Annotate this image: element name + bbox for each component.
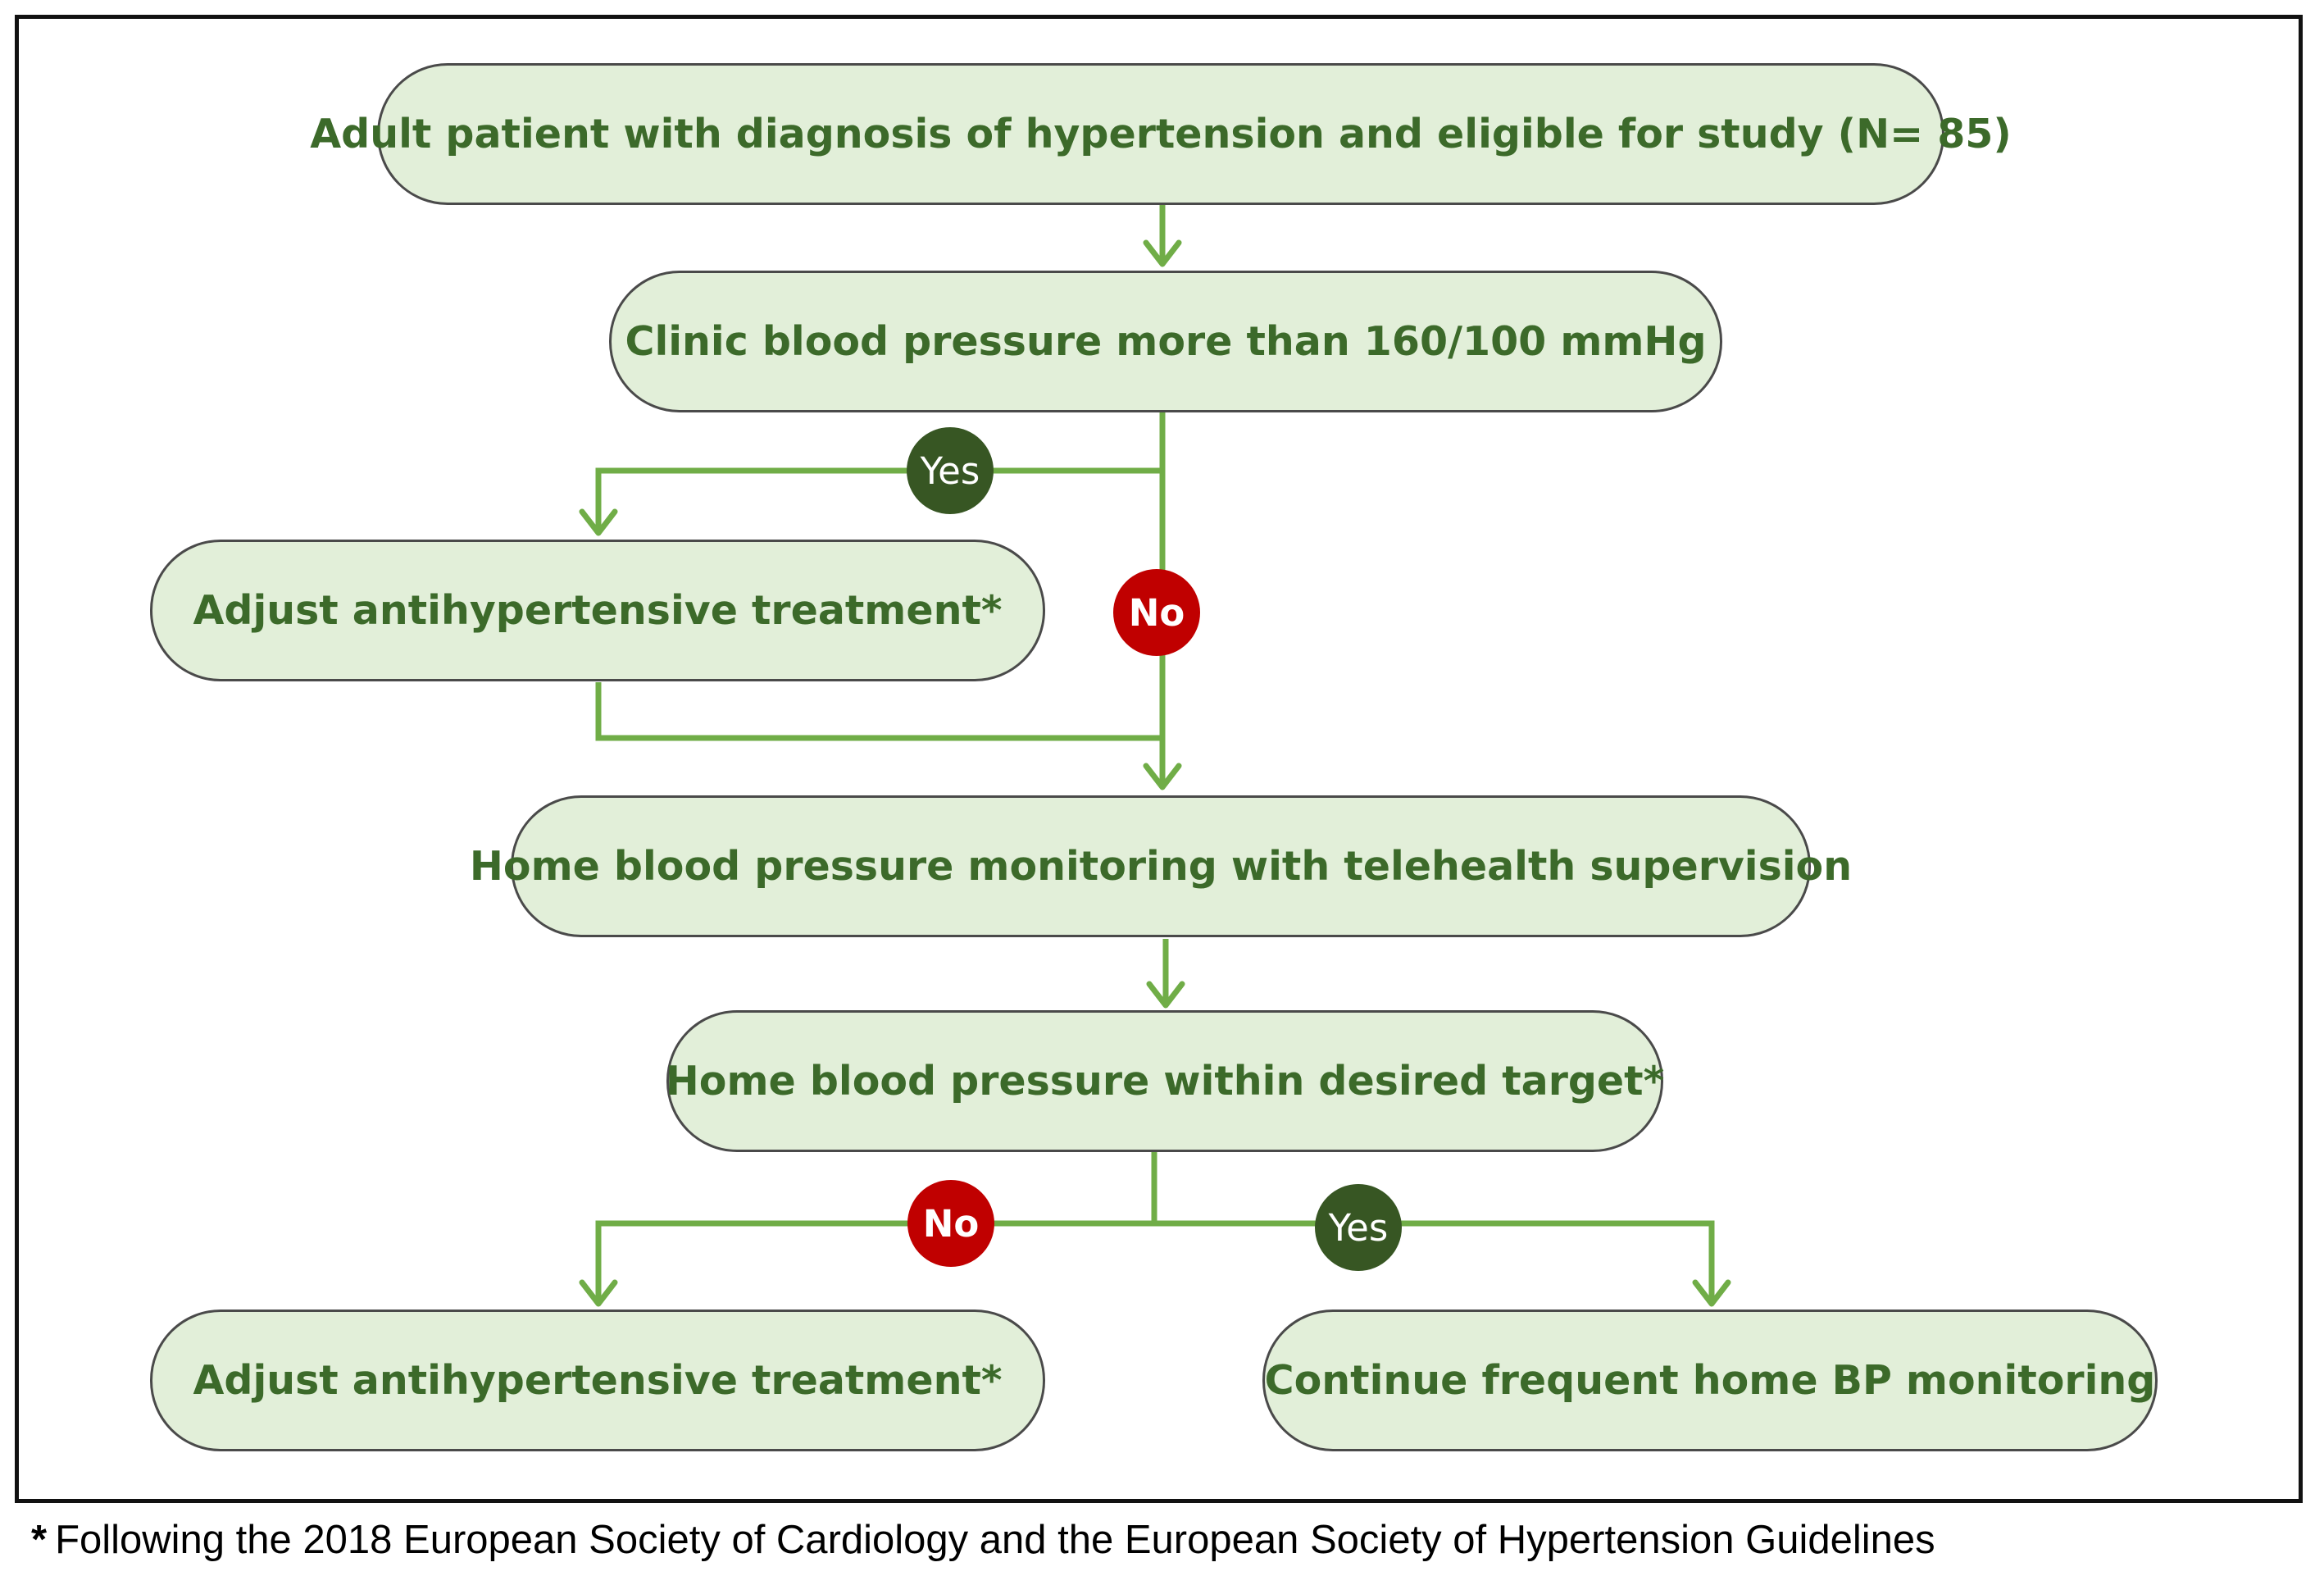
arrowhead-clinic — [1143, 239, 1182, 267]
footnote-marker: * — [31, 1518, 48, 1562]
badge-clinic-no-label: No — [1128, 590, 1185, 635]
badge-clinic-no: No — [1113, 569, 1200, 656]
node-adjust-treatment-2: Adjust antihypertensive treatment* — [150, 1310, 1045, 1451]
guidelines-footnote: *Following the 2018 European Society of … — [31, 1517, 1935, 1563]
arrowhead-adjust-1 — [579, 508, 618, 536]
arrowhead-adjust-2 — [579, 1279, 618, 1307]
footnote-text: Following the 2018 European Society of C… — [55, 1518, 1935, 1562]
node-continue-monitoring: Continue frequent home BP monitoring — [1262, 1310, 2158, 1451]
connector-target-yes — [1154, 1220, 1715, 1300]
node-continue-label: Continue frequent home BP monitoring — [1264, 1357, 2156, 1404]
node-home-monitoring-label: Home blood pressure monitoring with tele… — [469, 843, 1853, 890]
node-adjust-1-label: Adjust antihypertensive treatment* — [193, 587, 1003, 634]
arrowhead-target — [1146, 981, 1185, 1009]
connector-adjust-rejoin — [595, 682, 1162, 741]
node-adjust-2-label: Adjust antihypertensive treatment* — [193, 1357, 1003, 1404]
badge-target-no: No — [907, 1180, 994, 1267]
badge-clinic-yes: Yes — [907, 427, 994, 514]
node-home-target-label: Home blood pressure within desired targe… — [665, 1058, 1665, 1105]
diagram-frame — [15, 15, 2303, 1503]
node-eligible-patients: Adult patient with diagnosis of hyperten… — [310, 63, 2012, 205]
node-clinic-bp: Clinic blood pressure more than 160/100 … — [609, 271, 1722, 412]
node-adjust-treatment-1: Adjust antihypertensive treatment* — [150, 540, 1045, 681]
node-clinic-bp-label: Clinic blood pressure more than 160/100 … — [625, 318, 1707, 365]
arrowhead-home-monitoring — [1143, 763, 1182, 790]
connector-target-no — [595, 1152, 1157, 1300]
node-eligible-label: Adult patient with diagnosis of hyperten… — [310, 111, 2012, 157]
connector-clinic-yes — [595, 410, 1166, 529]
node-home-monitoring: Home blood pressure monitoring with tele… — [470, 795, 1852, 937]
badge-target-yes: Yes — [1315, 1184, 1402, 1271]
badge-target-no-label: No — [922, 1201, 980, 1246]
arrowhead-continue — [1692, 1279, 1731, 1307]
badge-clinic-yes-label: Yes — [920, 449, 980, 493]
badge-target-yes-label: Yes — [1328, 1205, 1389, 1250]
node-home-target: Home blood pressure within desired targe… — [665, 1010, 1665, 1152]
